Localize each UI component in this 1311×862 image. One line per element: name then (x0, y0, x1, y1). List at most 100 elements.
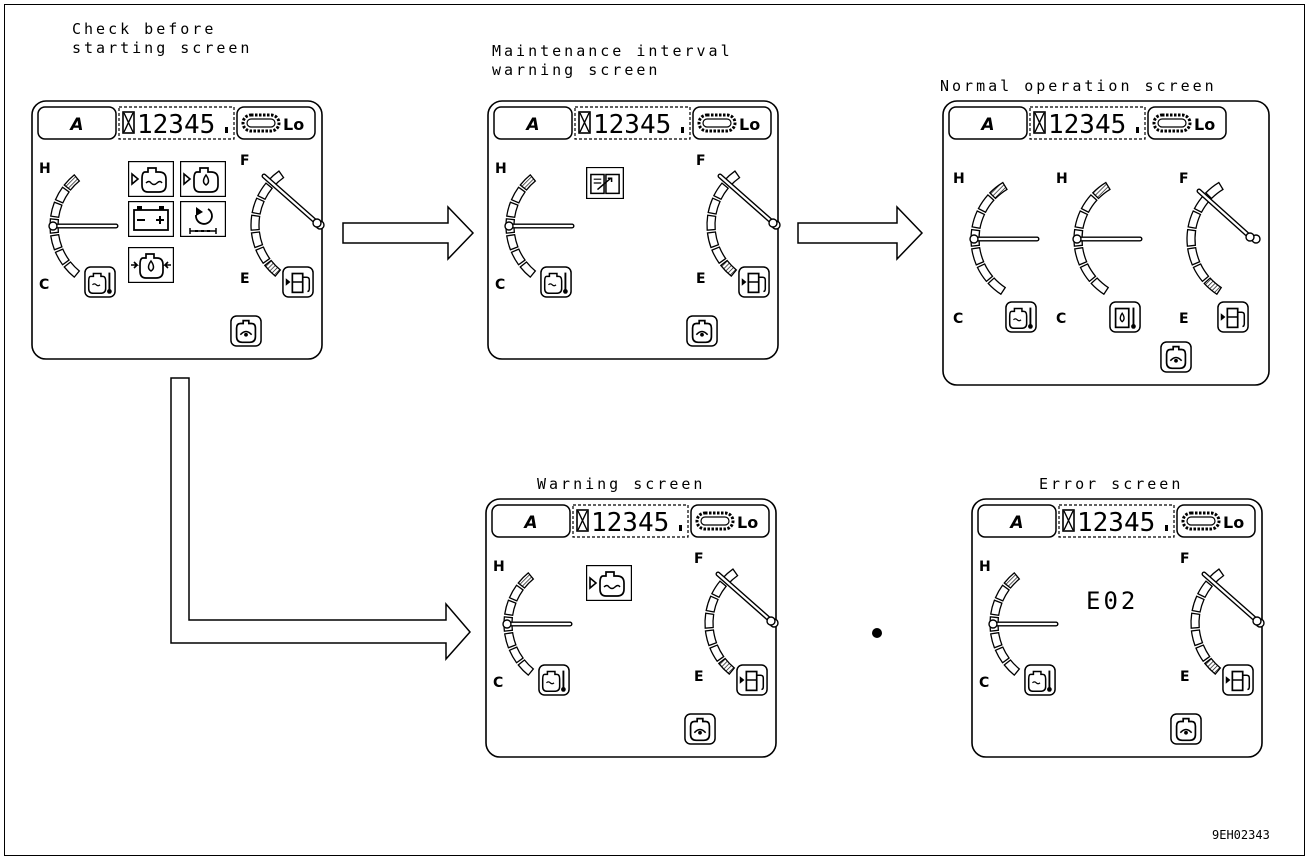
arrow-to-warning-screen (170, 377, 471, 661)
coolant-gauge-segment (519, 173, 537, 191)
radiator-water-level-tile (128, 161, 174, 197)
fuel-gauge-segment (1195, 644, 1211, 663)
coolant-gauge-segment (504, 599, 517, 617)
hydraulic-gauge-segment (1080, 193, 1098, 214)
mode-label: A (522, 513, 537, 533)
coolant-gauge-segment (517, 659, 535, 677)
fuel-gauge-needle (716, 572, 771, 621)
coolant-gauge-segment (506, 233, 519, 251)
hydraulic-gauge-segment (1079, 263, 1097, 283)
coolant-gauge-segment (54, 248, 70, 266)
fuel-gauge-empty-label: E (1180, 669, 1190, 685)
hourmeter-value: 12345 (1077, 508, 1155, 538)
fuel-gauge-segment (719, 259, 738, 278)
fuel-gauge-segment (711, 246, 727, 265)
coolant-gauge-segment (994, 584, 1010, 602)
hourglass-icon-mark (579, 112, 590, 133)
engine-oil-pressure-tile (128, 247, 174, 283)
track-icon-inner (700, 516, 730, 526)
coolant-gauge-hot-label: H (495, 161, 507, 177)
arrow-to-normal-screen (797, 205, 924, 261)
caption-normal-operation: Normal operation screen (940, 77, 1217, 95)
fuel-gauge-segment (1203, 657, 1222, 676)
coolant-gauge-segment (988, 181, 1008, 200)
screen-frame (942, 100, 1270, 386)
caption-check-before-starting-line2: starting screen (72, 39, 253, 57)
fuel-gauge-full-label: F (696, 153, 706, 169)
fuel-gauge-segment (1187, 210, 1202, 230)
fuel-level-icon (282, 266, 314, 298)
speed-label: Lo (737, 513, 758, 532)
separator-bullet (872, 628, 882, 638)
coolant-gauge-segment (990, 631, 1003, 649)
fuel-gauge-segment (704, 629, 718, 647)
caption-maintenance-interval-line1: Maintenance interval (492, 42, 733, 60)
coolant-gauge-segment (508, 646, 524, 664)
hourmeter-value: 12345 (137, 110, 215, 140)
hourmeter-unit-mark (225, 127, 228, 133)
fuel-gauge-segment (705, 595, 719, 613)
fuel-gauge-full-label: F (1179, 171, 1189, 187)
fuel-gauge-segment (1203, 277, 1223, 296)
speed-label: Lo (739, 115, 760, 134)
mode-box (977, 504, 1057, 538)
coolant-gauge-needle-pivot (969, 234, 979, 244)
track-icon-inner (702, 118, 732, 128)
mode-label: A (68, 115, 83, 135)
error-code: E02 (1086, 587, 1138, 615)
coolant-temperature-icon (540, 266, 572, 298)
fuel-gauge-segment (263, 259, 282, 278)
fuel-gauge-segment (1186, 228, 1197, 247)
track-icon-inner (1186, 516, 1216, 526)
coolant-gauge-segment (508, 584, 524, 602)
fuel-level-icon (736, 664, 768, 696)
fuel-gauge-needle (1202, 572, 1257, 621)
hourglass-icon-mark (577, 510, 588, 531)
mode-box (493, 106, 573, 140)
hourmeter-unit-mark (679, 525, 682, 531)
coolant-gauge-segment (54, 186, 70, 204)
coolant-gauge-needle-pivot (504, 221, 514, 231)
coolant-gauge-segment (504, 631, 517, 649)
fuel-gauge-segment (704, 612, 715, 629)
coolant-gauge-segment (976, 263, 994, 283)
coolant-gauge-segment (63, 173, 81, 191)
radiator-water-level-warning-tile (586, 565, 632, 601)
coolant-gauge-segment (517, 571, 535, 589)
fuel-gauge-empty-label: E (696, 271, 706, 287)
coolant-gauge-cold-label: C (979, 675, 989, 691)
hourglass-icon-mark (1034, 112, 1045, 133)
fuel-gauge-needle (718, 174, 773, 223)
hourmeter-value: 12345 (593, 110, 671, 140)
fuel-gauge-empty-label: E (240, 271, 250, 287)
arrow-to-maintenance-screen (342, 205, 475, 261)
coolant-gauge-hot-label: H (493, 559, 505, 575)
coolant-gauge-segment (971, 246, 985, 266)
mode-box (948, 106, 1028, 140)
hourmeter-box (118, 106, 235, 140)
engine-oil-icon (1160, 341, 1192, 373)
hourmeter-value: 12345 (1048, 110, 1126, 140)
hydraulic-gauge-segment (1074, 210, 1089, 230)
mode-label: A (979, 115, 994, 135)
track-icon-inner (1157, 118, 1187, 128)
hydraulic-gauge-hot-label: H (1056, 171, 1068, 187)
hydraulic-gauge-segment (1091, 181, 1111, 200)
fuel-gauge-segment (1190, 612, 1201, 629)
fuel-gauge-needle-pivot (766, 616, 776, 626)
coolant-gauge-segment (1003, 571, 1021, 589)
fuel-gauge-segment (709, 644, 725, 663)
mode-box (37, 106, 117, 140)
fuel-gauge-segment (712, 182, 730, 201)
caption-warning: Warning screen (537, 475, 706, 493)
coolant-gauge-cold-label: C (953, 311, 963, 327)
hourmeter-unit-mark (681, 127, 684, 133)
engine-oil-icon (686, 315, 718, 347)
fuel-gauge-segment (1192, 263, 1210, 283)
fuel-gauge-segment (717, 657, 736, 676)
coolant-gauge-segment (50, 201, 63, 219)
coolant-gauge-segment (994, 646, 1010, 664)
